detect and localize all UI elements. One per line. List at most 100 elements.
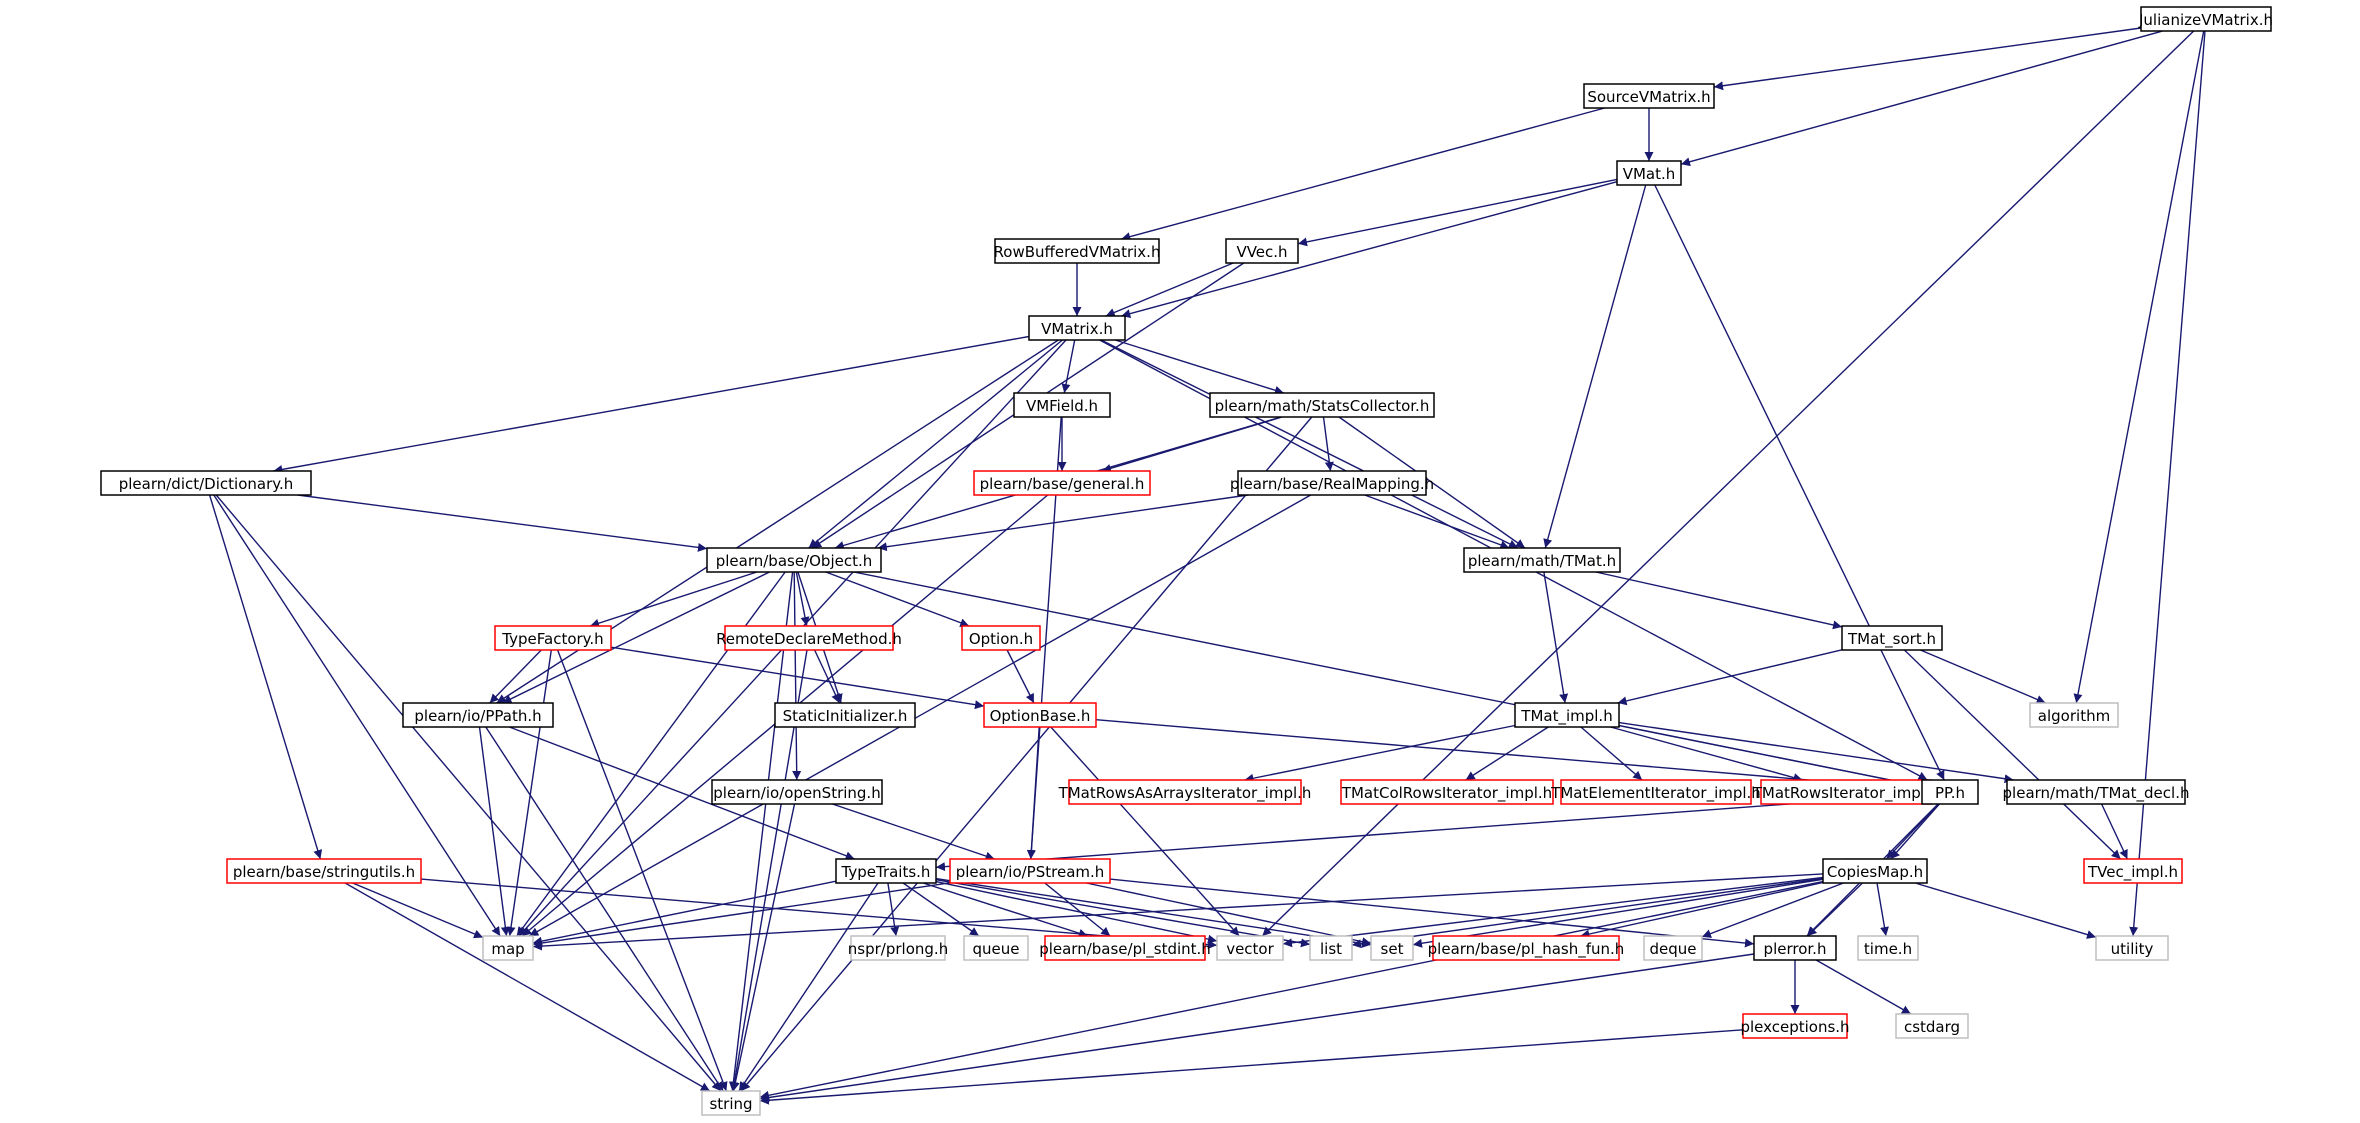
node-label-colrows: TMatColRowsIterator_impl.h: [1341, 784, 1552, 803]
edge-optionbase-to-pstream: [1026, 726, 1040, 860]
edge-optionbase-to-pp: [1095, 719, 1923, 794]
edge-object-to-remotedecl: [795, 571, 810, 627]
node-box-cstdarg: [1895, 1013, 1969, 1039]
node-label-optionbase: OptionBase.h: [990, 707, 1091, 725]
node-plexceptions[interactable]: plexceptions.h: [1740, 1013, 1850, 1039]
node-vmatrix[interactable]: VMatrix.h: [1028, 315, 1126, 341]
node-stringutils[interactable]: plearn/base/stringutils.h: [226, 858, 422, 884]
node-label-statscol: plearn/math/StatsCollector.h: [1215, 397, 1430, 415]
edge-copiesmap-to-timeh: [1876, 882, 1889, 937]
node-box-ppath: [402, 702, 554, 728]
node-source[interactable]: SourceVMatrix.h: [1583, 83, 1715, 109]
node-box-plexceptions: [1742, 1013, 1848, 1039]
nodes-layer: JulianizeVMatrix.hSourceVMatrix.hVMat.hR…: [100, 6, 2273, 1116]
edge-dictionary-to-string: [215, 494, 722, 1092]
edge-typetraits-to-vector: [935, 880, 1218, 944]
node-ppath[interactable]: plearn/io/PPath.h: [402, 702, 554, 728]
node-vmfield[interactable]: VMField.h: [1013, 392, 1111, 418]
node-tmatdecl[interactable]: plearn/math/TMat_decl.h: [2003, 779, 2190, 805]
edge-optionbase-to-vector: [1050, 726, 1240, 937]
node-label-stringutils: plearn/base/stringutils.h: [233, 863, 415, 881]
node-label-vmatrix: VMatrix.h: [1041, 320, 1113, 338]
node-tmatimpl[interactable]: TMat_impl.h: [1514, 702, 1620, 728]
node-colrows[interactable]: TMatColRowsIterator_impl.h: [1340, 779, 1554, 805]
node-string: string: [701, 1090, 761, 1116]
node-box-string: [701, 1090, 761, 1116]
edge-copiesmap-to-utility: [1914, 882, 2097, 939]
node-vmat[interactable]: VMat.h: [1616, 160, 1682, 186]
node-box-tvecimpl: [2083, 858, 2183, 884]
edge-realmap-to-map: [528, 494, 1312, 937]
node-box-vmat: [1616, 160, 1682, 186]
node-julianize[interactable]: JulianizeVMatrix.h: [2138, 6, 2273, 32]
node-pstream[interactable]: plearn/io/PStream.h: [949, 858, 1111, 884]
node-label-timeh: time.h: [1864, 940, 1912, 958]
node-pp[interactable]: PP.h: [1921, 779, 1979, 805]
node-box-plerror: [1753, 935, 1837, 961]
node-typefactory[interactable]: TypeFactory.h: [494, 625, 612, 651]
node-box-timeh: [1857, 935, 1919, 961]
node-box-vmfield: [1013, 392, 1111, 418]
node-label-nsprlong: nspr/prlong.h: [848, 940, 948, 958]
node-object[interactable]: plearn/base/Object.h: [706, 547, 882, 573]
node-elementit[interactable]: TMatElementIterator_impl.h: [1550, 779, 1761, 805]
node-box-realmap: [1237, 470, 1427, 496]
node-label-rowsarrays: TMatRowsAsArraysIterator_impl.h: [1058, 784, 1312, 803]
node-general[interactable]: plearn/base/general.h: [973, 470, 1151, 496]
node-box-staticinit: [774, 702, 916, 728]
edge-stringutils-to-map: [352, 882, 484, 939]
edge-tmatsort-to-tmatimpl: [1617, 649, 1843, 706]
node-plerror[interactable]: plerror.h: [1753, 935, 1837, 961]
edge-typefactory-to-map: [506, 649, 552, 937]
edge-ppath-to-typetraits: [509, 726, 855, 860]
node-label-pstream: plearn/io/PStream.h: [956, 863, 1105, 881]
edge-stringutils-to-string: [344, 882, 711, 1092]
node-label-plerror: plerror.h: [1764, 940, 1827, 958]
edge-ppath-to-string: [485, 726, 724, 1092]
node-openstring[interactable]: plearn/io/openString.h: [711, 779, 883, 805]
edge-tmatimpl-to-rowsit: [1610, 726, 1803, 782]
edge-tmatimpl-to-colrows: [1465, 726, 1549, 781]
edge-copiesmap-to-plerror: [1807, 882, 1863, 937]
node-staticinit[interactable]: StaticInitializer.h: [774, 702, 916, 728]
node-realmap[interactable]: plearn/base/RealMapping.h: [1230, 470, 1434, 496]
node-box-map: [482, 935, 534, 961]
node-copiesmap[interactable]: CopiesMap.h: [1822, 858, 1928, 884]
node-plstdint[interactable]: plearn/base/pl_stdint.h: [1039, 935, 1211, 961]
node-label-utility: utility: [2111, 940, 2154, 958]
edge-tmat-to-tmatimpl: [1543, 571, 1569, 704]
node-label-vmat: VMat.h: [1623, 165, 1676, 183]
node-label-plexceptions: plexceptions.h: [1740, 1018, 1849, 1036]
node-typetraits[interactable]: TypeTraits.h: [835, 858, 937, 884]
edge-tmatsort-to-tvecimpl: [1903, 649, 2122, 860]
node-list: list: [1309, 935, 1353, 961]
node-tmat[interactable]: plearn/math/TMat.h: [1463, 547, 1621, 573]
edge-object-to-typefactory: [589, 571, 758, 628]
node-rowbuf[interactable]: RowBufferedVMatrix.h: [994, 238, 1161, 264]
node-optionbase[interactable]: OptionBase.h: [983, 702, 1097, 728]
node-plhash[interactable]: plearn/base/pl_hash_fun.h: [1428, 935, 1625, 961]
node-statscol[interactable]: plearn/math/StatsCollector.h: [1209, 392, 1435, 418]
edge-pstream-to-map: [532, 882, 951, 948]
edge-openstring-to-string: [730, 803, 796, 1092]
node-algorithm: algorithm: [2029, 702, 2119, 728]
node-tvecimpl[interactable]: TVec_impl.h: [2083, 858, 2183, 884]
node-box-stringutils: [226, 858, 422, 884]
node-rowsit[interactable]: TMatRowsIterator_impl.h: [1752, 779, 1940, 805]
edge-tmatsort-to-algorithm: [1920, 649, 2046, 704]
node-label-julianize: JulianizeVMatrix.h: [2138, 11, 2273, 29]
node-label-cstdarg: cstdarg: [1904, 1018, 1960, 1036]
node-label-tmatsort: TMat_sort.h: [1847, 630, 1936, 649]
node-option[interactable]: Option.h: [961, 625, 1041, 651]
node-label-typetraits: TypeTraits.h: [841, 863, 931, 881]
edge-vmatrix-to-object: [808, 339, 1063, 549]
node-dictionary[interactable]: plearn/dict/Dictionary.h: [100, 470, 312, 496]
node-rowsarrays[interactable]: TMatRowsAsArraysIterator_impl.h: [1058, 779, 1312, 805]
node-remotedecl[interactable]: RemoteDeclareMethod.h: [716, 625, 902, 651]
edge-pp-to-typetraits: [935, 793, 1923, 872]
node-label-tmatimpl: TMat_impl.h: [1520, 707, 1612, 726]
edge-object-to-option: [825, 571, 970, 628]
node-label-general: plearn/base/general.h: [980, 475, 1145, 493]
node-vvec[interactable]: VVec.h: [1225, 238, 1299, 264]
node-tmatsort[interactable]: TMat_sort.h: [1841, 625, 1943, 651]
